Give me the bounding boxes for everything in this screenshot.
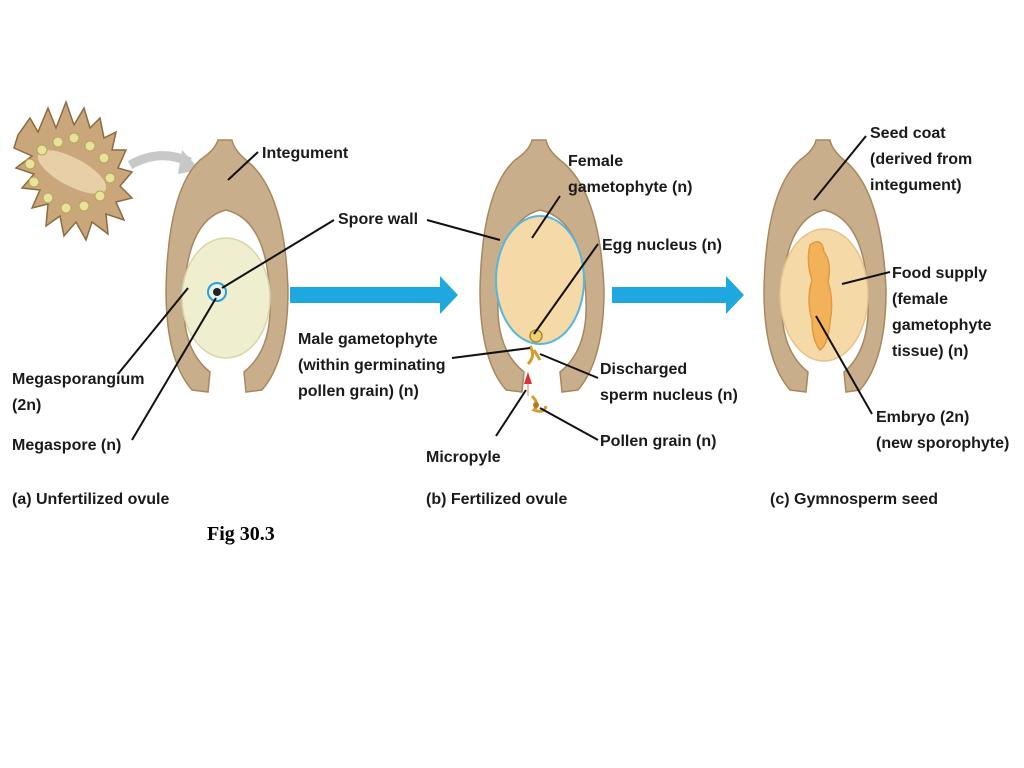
label-embryo-line2: (new sporophyte): [876, 435, 1009, 452]
label-female-gametophyte: Female: [568, 153, 623, 170]
label-food-supply-line3: gametophyte: [892, 317, 992, 334]
label-male-gametophyte: Male gametophyte: [298, 331, 438, 348]
label-micropyle: Micropyle: [426, 449, 501, 466]
label-seed-coat-line3: integument): [870, 177, 962, 194]
label-integument: Integument: [262, 145, 349, 162]
label-megaspore: Megaspore (n): [12, 437, 121, 454]
caption-b: (b) Fertilized ovule: [426, 491, 567, 508]
ovulate-cone-scale: [13, 99, 134, 242]
figure-label: Fig 30.3: [207, 523, 275, 545]
gymnosperm-seed: [763, 139, 887, 393]
caption-a: (a) Unfertilized ovule: [12, 491, 169, 508]
embryo-shape: [807, 241, 833, 351]
label-seed-coat: Seed coat: [870, 125, 946, 142]
fertilized-ovule: [479, 139, 605, 413]
label-pollen-grain: Pollen grain (n): [600, 433, 716, 450]
progression-arrow-1: [290, 276, 458, 314]
label-food-supply: Food supply: [892, 265, 987, 282]
label-seed-coat-line2: (derived from: [870, 151, 972, 168]
unfertilized-ovule: [165, 139, 289, 393]
label-megasporangium-ploidy: (2n): [12, 397, 41, 414]
label-discharged-sperm-line2: sperm nucleus (n): [600, 387, 738, 404]
label-female-gametophyte-line2: gametophyte (n): [568, 179, 692, 196]
label-food-supply-line4: tissue) (n): [892, 343, 968, 360]
progression-arrow-2: [612, 276, 744, 314]
label-discharged-sperm: Discharged: [600, 361, 687, 378]
label-spore-wall: Spore wall: [338, 211, 418, 228]
caption-c: (c) Gymnosperm seed: [770, 491, 938, 508]
label-male-gametophyte-line3: pollen grain) (n): [298, 383, 419, 400]
label-male-gametophyte-line2: (within germinating: [298, 357, 446, 374]
label-egg-nucleus: Egg nucleus (n): [602, 237, 722, 254]
label-food-supply-line2: (female: [892, 291, 948, 308]
label-megasporangium: Megasporangium: [12, 371, 144, 388]
label-embryo: Embryo (2n): [876, 409, 969, 426]
